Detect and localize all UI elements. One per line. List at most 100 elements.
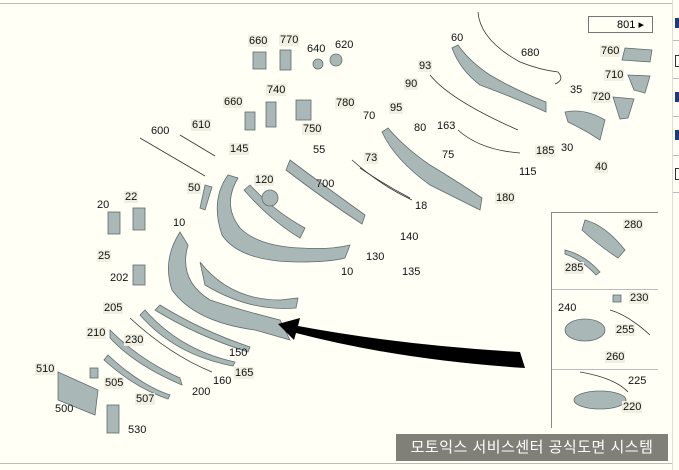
callout-75[interactable]: 75 bbox=[442, 149, 455, 161]
callout-70[interactable]: 70 bbox=[363, 110, 376, 122]
callout-740[interactable]: 740 bbox=[266, 84, 287, 96]
callout-90[interactable]: 90 bbox=[404, 78, 419, 90]
callout-640[interactable]: 640 bbox=[307, 43, 326, 55]
callout-50[interactable]: 50 bbox=[187, 182, 202, 194]
callout-150[interactable]: 150 bbox=[229, 347, 248, 359]
callout-93[interactable]: 93 bbox=[418, 60, 433, 72]
callout-20[interactable]: 20 bbox=[97, 199, 110, 211]
sidebar-tool-icon[interactable] bbox=[675, 55, 679, 67]
callout-750[interactable]: 750 bbox=[302, 123, 323, 135]
callout-140[interactable]: 140 bbox=[400, 231, 419, 243]
callout-770[interactable]: 770 bbox=[279, 34, 300, 46]
callout-18[interactable]: 18 bbox=[415, 200, 428, 212]
callout-120[interactable]: 120 bbox=[254, 174, 275, 186]
part-770 bbox=[279, 49, 292, 71]
strip-part-505 bbox=[103, 354, 171, 400]
callout-10[interactable]: 10 bbox=[173, 217, 186, 229]
callout-660-b[interactable]: 660 bbox=[223, 96, 244, 108]
harness-part-600 bbox=[139, 137, 206, 177]
callout-10-b[interactable]: 10 bbox=[341, 266, 354, 278]
callout-210[interactable]: 210 bbox=[86, 327, 107, 339]
callout-280[interactable]: 280 bbox=[623, 219, 644, 231]
inset-part-230 bbox=[612, 294, 622, 303]
callout-620[interactable]: 620 bbox=[335, 39, 354, 51]
strip-part-210 bbox=[109, 329, 183, 386]
callout-165[interactable]: 165 bbox=[234, 367, 255, 379]
callout-225[interactable]: 225 bbox=[628, 375, 647, 387]
bracket-part-760 bbox=[621, 47, 653, 63]
callout-220[interactable]: 220 bbox=[622, 401, 643, 413]
callout-80[interactable]: 80 bbox=[414, 122, 427, 134]
callout-600[interactable]: 600 bbox=[151, 125, 170, 137]
front-bumper-cover bbox=[285, 159, 366, 225]
next-page-button[interactable]: 801 ▸ bbox=[588, 16, 653, 33]
callout-610[interactable]: 610 bbox=[191, 119, 212, 131]
bracket-part-30 bbox=[564, 110, 606, 141]
callout-285[interactable]: 285 bbox=[564, 262, 585, 274]
inset-part-280 bbox=[581, 219, 626, 259]
callout-130[interactable]: 130 bbox=[366, 251, 385, 263]
callout-255[interactable]: 255 bbox=[615, 324, 636, 336]
callout-700[interactable]: 700 bbox=[316, 178, 335, 190]
part-202 bbox=[132, 264, 146, 286]
part-20 bbox=[107, 211, 121, 235]
part-530 bbox=[106, 404, 120, 434]
callout-200[interactable]: 200 bbox=[192, 386, 211, 398]
callout-163[interactable]: 163 bbox=[437, 120, 456, 132]
inset-part-255 bbox=[609, 309, 651, 336]
callout-230[interactable]: 230 bbox=[124, 334, 145, 346]
callout-500[interactable]: 500 bbox=[55, 403, 74, 415]
callout-660[interactable]: 660 bbox=[248, 35, 269, 47]
front-bumper-part-10 bbox=[216, 174, 351, 263]
callout-73[interactable]: 73 bbox=[364, 152, 379, 164]
bracket-part-720 bbox=[612, 96, 635, 120]
sidebar-divider bbox=[673, 116, 679, 117]
callout-185[interactable]: 185 bbox=[535, 145, 556, 157]
sidebar-tool-icon[interactable] bbox=[675, 92, 679, 102]
part-640 bbox=[312, 58, 324, 70]
part-620 bbox=[329, 53, 343, 67]
callout-25[interactable]: 25 bbox=[97, 250, 112, 262]
callout-160[interactable]: 160 bbox=[213, 375, 232, 387]
callout-760[interactable]: 760 bbox=[600, 45, 621, 57]
inset-part-220 bbox=[573, 390, 627, 410]
sidebar-tool-icon[interactable] bbox=[675, 130, 679, 140]
callout-60[interactable]: 60 bbox=[451, 32, 464, 44]
callout-40[interactable]: 40 bbox=[594, 161, 609, 173]
sidebar-tool-icon[interactable] bbox=[675, 168, 679, 180]
callout-680[interactable]: 680 bbox=[521, 47, 540, 59]
callout-510[interactable]: 510 bbox=[35, 363, 56, 375]
callout-30[interactable]: 30 bbox=[561, 142, 574, 154]
callout-780[interactable]: 780 bbox=[335, 97, 356, 109]
strip-part-165 bbox=[139, 309, 236, 367]
callout-720[interactable]: 720 bbox=[591, 91, 612, 103]
callout-180[interactable]: 180 bbox=[495, 192, 516, 204]
callout-35[interactable]: 35 bbox=[570, 84, 583, 96]
callout-507[interactable]: 507 bbox=[135, 393, 156, 405]
callout-240[interactable]: 240 bbox=[558, 302, 577, 314]
part-120 bbox=[261, 189, 279, 207]
bracket-part-710 bbox=[627, 74, 651, 94]
next-page-label: 801 bbox=[617, 19, 636, 31]
callout-95[interactable]: 95 bbox=[389, 102, 404, 114]
callout-202[interactable]: 202 bbox=[110, 272, 129, 284]
strip-part-163 bbox=[457, 129, 521, 154]
callout-530[interactable]: 530 bbox=[128, 424, 147, 436]
sidebar-divider bbox=[673, 192, 679, 193]
callout-145[interactable]: 145 bbox=[229, 143, 250, 155]
callout-260[interactable]: 260 bbox=[605, 351, 626, 363]
callout-230-inset[interactable]: 230 bbox=[629, 292, 650, 304]
part-740 bbox=[265, 101, 277, 128]
sidebar-tool-icon[interactable] bbox=[675, 18, 679, 28]
callout-135[interactable]: 135 bbox=[402, 266, 421, 278]
callout-205[interactable]: 205 bbox=[103, 302, 124, 314]
strip-part-150 bbox=[154, 304, 251, 353]
part-750 bbox=[295, 99, 312, 121]
callout-55[interactable]: 55 bbox=[313, 144, 326, 156]
plate-part-500 bbox=[57, 371, 99, 416]
callout-710[interactable]: 710 bbox=[604, 69, 625, 81]
callout-22[interactable]: 22 bbox=[124, 191, 139, 203]
callout-505[interactable]: 505 bbox=[104, 377, 125, 389]
callout-115[interactable]: 115 bbox=[519, 166, 537, 178]
part-660-mid bbox=[244, 111, 256, 131]
